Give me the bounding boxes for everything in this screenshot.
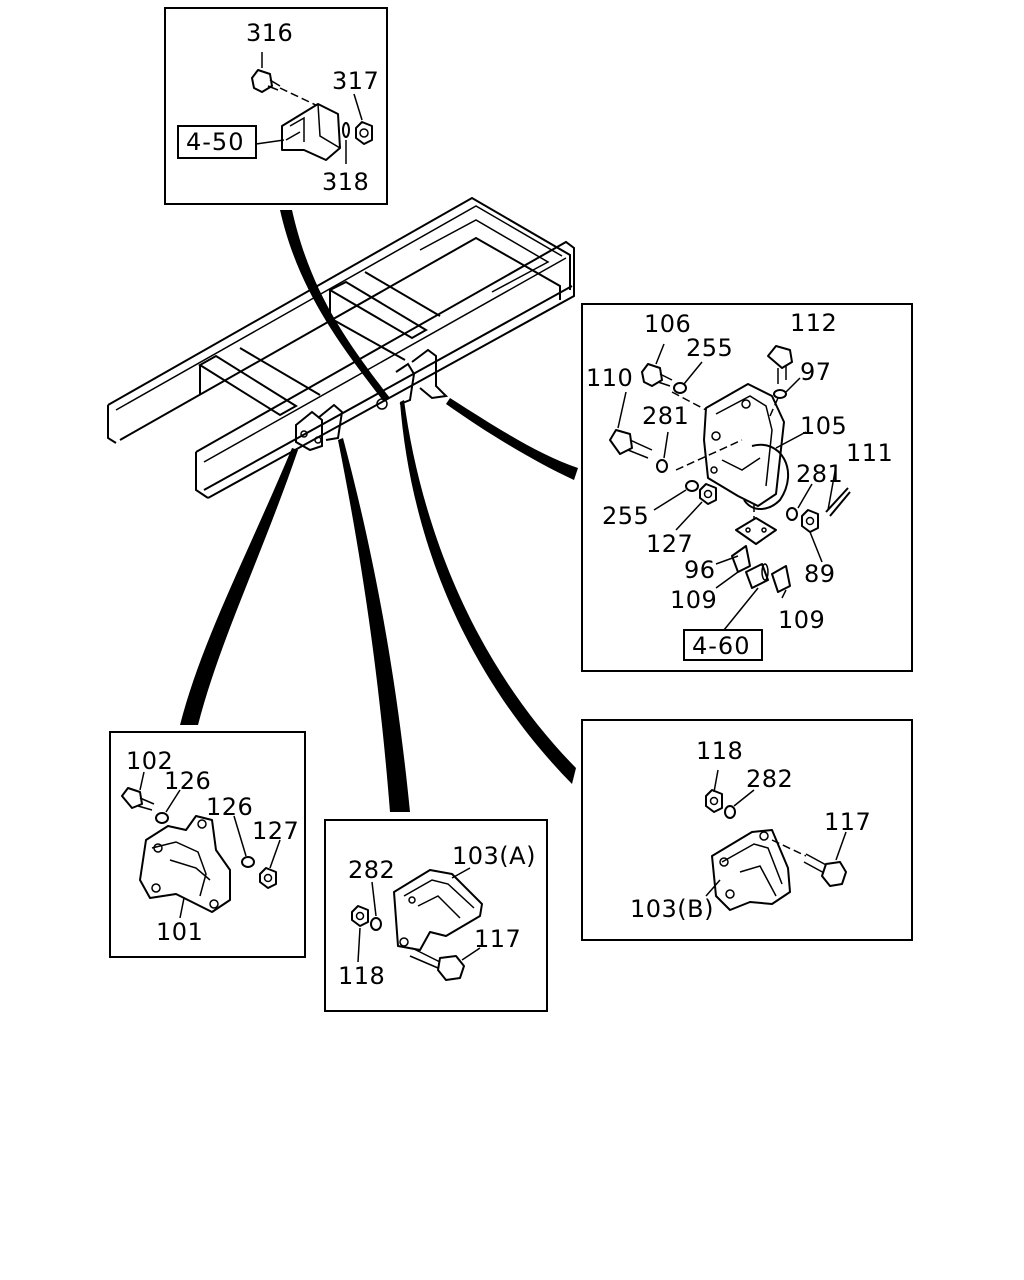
- callout-label: 96: [684, 556, 716, 584]
- reference-label: 4-60: [692, 632, 750, 660]
- top-inset-panel: 316 317 318 4-50: [164, 7, 388, 205]
- nut-icon: [801, 509, 819, 533]
- callout-label: 127: [646, 530, 693, 558]
- reference-label: 4-50: [186, 128, 244, 156]
- callout-label: 282: [746, 765, 793, 793]
- right-bottom-inset-panel: 118 282 117 103(B): [581, 719, 913, 941]
- left-bottom-inset-panel: 102 126 126 127 101: [109, 731, 306, 958]
- plate-icon: [735, 517, 777, 545]
- callout-label: 281: [642, 402, 689, 430]
- callout-label: 318: [322, 168, 369, 196]
- callout-label: 111: [846, 439, 893, 467]
- washer-icon: [155, 812, 169, 824]
- callout-label: 317: [332, 67, 379, 95]
- callout-label: 89: [804, 560, 836, 588]
- washer-icon: [724, 805, 736, 819]
- bolt-icon: [641, 363, 673, 387]
- spring-hanger-icon: [703, 383, 790, 510]
- washer-icon: [673, 382, 687, 394]
- panel-connectors: [180, 210, 578, 812]
- washer-icon: [685, 480, 699, 492]
- cotter-pin-icon: [825, 487, 851, 517]
- callout-label: 117: [824, 808, 871, 836]
- bolt-icon: [409, 947, 465, 981]
- washer-icon: [786, 507, 798, 521]
- bolt-icon: [803, 853, 847, 887]
- bolt-icon: [767, 345, 793, 384]
- callout-label: 118: [338, 962, 385, 990]
- bracket-icon: [711, 829, 791, 911]
- callout-label: 106: [644, 310, 691, 338]
- callout-label: 109: [670, 586, 717, 614]
- washer-icon: [656, 459, 668, 473]
- bracket-icon: [281, 103, 341, 161]
- reference-box: [177, 125, 257, 159]
- center-bottom-inset-panel: 282 103(A) 117 118: [324, 819, 548, 1012]
- reference-box: [683, 629, 763, 661]
- bolt-icon: [609, 429, 653, 459]
- washer-icon: [342, 122, 350, 138]
- top-inset-border: [164, 7, 388, 205]
- callout-label: 255: [602, 502, 649, 530]
- nut-icon: [699, 483, 717, 505]
- callout-label: 103(A): [452, 842, 536, 870]
- callout-label: 109: [778, 606, 825, 634]
- washer-icon: [370, 917, 382, 931]
- callout-label: 126: [206, 793, 253, 821]
- callout-label: 102: [126, 747, 173, 775]
- callout-label: 255: [686, 334, 733, 362]
- callout-label: 127: [252, 817, 299, 845]
- shim-icon: [771, 565, 791, 593]
- callout-label: 112: [790, 309, 837, 337]
- bracket-icon: [393, 869, 483, 951]
- callout-label: 105: [800, 412, 847, 440]
- spring-hanger-icon: [139, 815, 231, 913]
- nut-icon: [351, 905, 369, 927]
- callout-label: 282: [348, 856, 395, 884]
- chassis-frame: [107, 196, 575, 499]
- washer-icon: [241, 856, 255, 868]
- connector-right-top-inset: [446, 398, 578, 480]
- connector-left-bottom-inset: [180, 448, 298, 725]
- right-top-inset-panel: 106 112 255 110 97 281 105 111 281 255 1…: [581, 303, 913, 672]
- callout-label: 126: [164, 767, 211, 795]
- callout-label: 101: [156, 918, 203, 946]
- nut-icon: [355, 121, 373, 145]
- nut-icon: [705, 789, 723, 813]
- callout-label: 103(B): [630, 895, 714, 923]
- callout-label: 281: [796, 460, 843, 488]
- callout-label: 97: [800, 358, 832, 386]
- callout-label: 110: [586, 364, 633, 392]
- connector-top-inset: [280, 210, 390, 402]
- callout-label: 118: [696, 737, 743, 765]
- bolt-icon: [251, 69, 281, 93]
- callout-label: 316: [246, 19, 293, 47]
- bolt-icon: [121, 787, 155, 811]
- connector-center-bottom-inset: [338, 438, 410, 812]
- shim-icon: [731, 545, 751, 573]
- callout-label: 117: [474, 925, 521, 953]
- pin-icon: [745, 563, 769, 589]
- washer-icon: [773, 389, 787, 399]
- nut-icon: [259, 867, 277, 889]
